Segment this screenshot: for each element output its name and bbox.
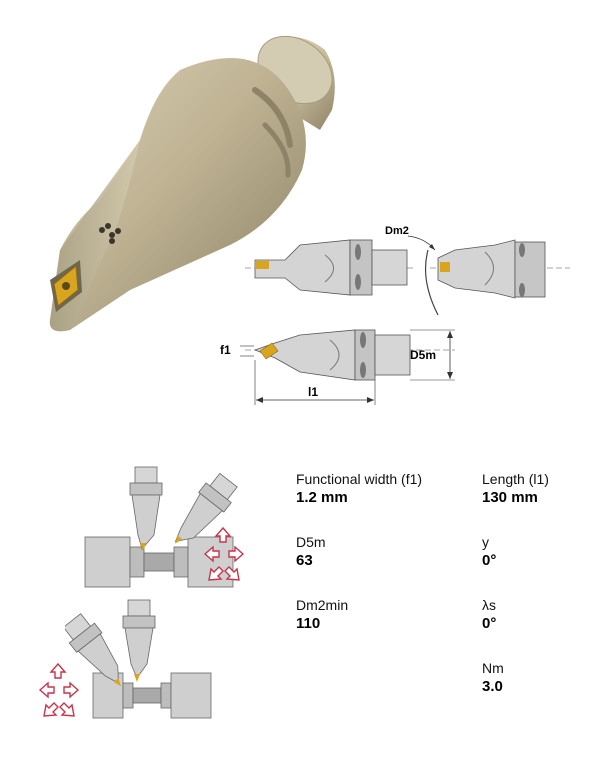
arrow-left-icon <box>38 681 55 699</box>
f1-label: f1 <box>220 343 231 357</box>
usage-diagram-top <box>80 465 260 595</box>
spec-label-d5m: D5m <box>296 534 326 550</box>
spec-value-lambda-s: 0° <box>482 615 497 632</box>
technical-drawing: Dm2 <box>240 210 570 410</box>
side-view-lower <box>240 329 455 405</box>
arrow-down-left-icon <box>43 702 59 717</box>
arrow-down-right-icon <box>59 702 75 717</box>
side-view-upper <box>245 239 415 296</box>
spec-value-y: 0° <box>482 552 497 569</box>
arrow-right-icon <box>63 681 80 699</box>
end-view-upper <box>424 239 570 316</box>
arrow-down-right-icon <box>224 566 240 581</box>
spec-label-lambda-s: λs <box>482 597 496 613</box>
spec-value-d5m: 63 <box>296 552 313 569</box>
spec-label-nm: Nm <box>482 660 504 676</box>
spec-label-dm2min: Dm2min <box>296 597 349 613</box>
spec-label-functional-width: Functional width (f1) <box>296 471 423 487</box>
arrow-up-icon <box>49 662 67 679</box>
arrow-up-icon <box>214 526 232 543</box>
arrow-down-left-icon <box>208 566 224 581</box>
usage-diagram-bottom <box>65 598 225 728</box>
spec-label-length: Length (l1) <box>482 471 549 487</box>
tool-3d-image <box>40 30 350 350</box>
dm2-label: Dm2 <box>385 225 409 237</box>
spec-value-nm: 3.0 <box>482 678 503 695</box>
spec-value-functional-width: 1.2 mm <box>296 489 348 506</box>
spec-label-y: y <box>482 534 489 550</box>
arrow-left-icon <box>203 545 220 563</box>
arrow-right-icon <box>228 545 245 563</box>
feed-arrows-bottom <box>38 662 88 720</box>
spec-value-dm2min: 110 <box>296 615 321 632</box>
l1-label: l1 <box>308 385 319 399</box>
d5m-label: D5m <box>410 348 437 362</box>
feed-arrows-top <box>203 526 253 584</box>
spec-value-length: 130 mm <box>482 489 538 506</box>
